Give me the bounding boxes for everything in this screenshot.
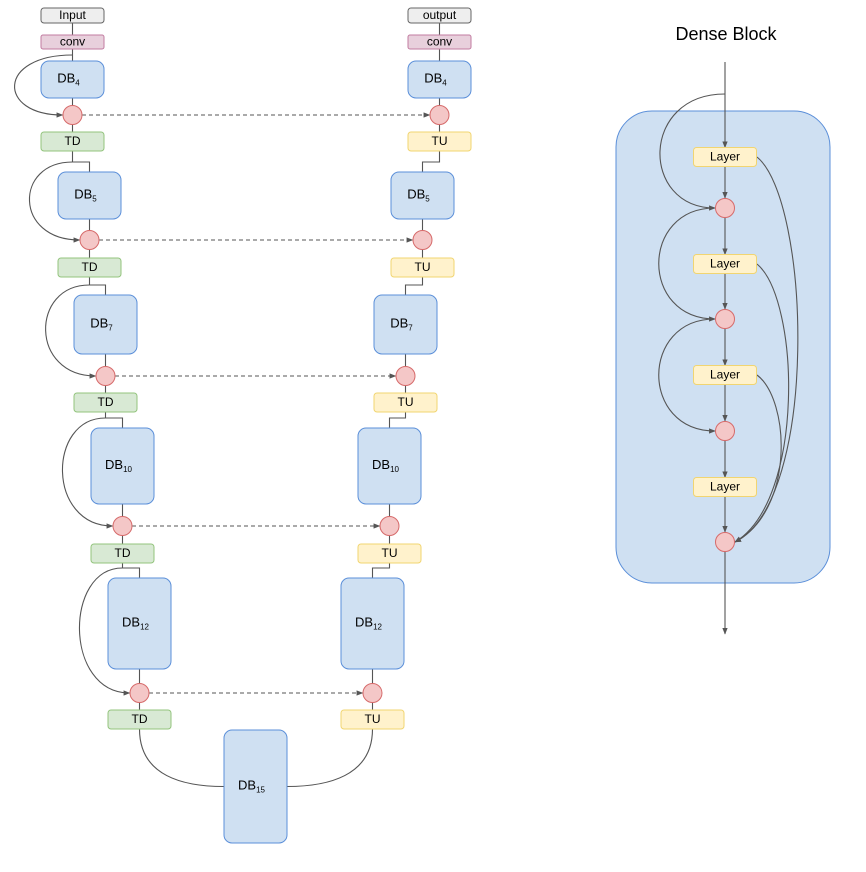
- connector: [121, 563, 141, 578]
- layer-output-edge: [734, 263, 790, 543]
- dense-layer-label: Layer: [710, 368, 740, 382]
- dense-concat-node: [715, 421, 735, 441]
- dense-skip-edge: [61, 417, 114, 529]
- bottleneck-dense-block-label: DB15: [238, 778, 266, 795]
- transition-up-label: TU: [382, 546, 398, 560]
- connector: [71, 151, 91, 172]
- decoder-dense-block-label: DB4: [424, 71, 447, 88]
- dense-layer-node: [693, 365, 757, 385]
- conv-label-encoder: conv: [60, 35, 85, 49]
- dense-block-title: Dense Block: [675, 24, 777, 44]
- decoder-concat-node: [362, 683, 383, 703]
- encoder-dense-block-label: DB12: [122, 615, 150, 632]
- dense-concat-node: [715, 309, 735, 329]
- encoder-concat-node: [112, 516, 133, 536]
- connector: [88, 277, 107, 295]
- bottleneck-to-tu-edge: [286, 728, 374, 788]
- encoder-dense-block-label: DB10: [105, 457, 133, 474]
- transition-down-label: TD: [82, 260, 98, 274]
- dense-skip-edge: [658, 207, 716, 322]
- transition-down-label: TD: [98, 395, 114, 409]
- layer-output-edge: [734, 156, 799, 543]
- encoder-dense-block-7: [73, 294, 138, 355]
- encoder-dense-block-label: DB4: [57, 71, 80, 88]
- decoder-dense-block-label: DB7: [390, 316, 413, 333]
- input-node: [40, 7, 105, 24]
- transition-down-node: [90, 543, 155, 564]
- bottleneck-dense-block-15: [223, 729, 288, 844]
- dense-skip-edge: [45, 284, 97, 379]
- dense-layer-label: Layer: [710, 257, 740, 271]
- decoder-dense-block-label: DB5: [407, 187, 430, 204]
- dense-layer-node: [693, 147, 757, 167]
- transition-down-node: [107, 709, 172, 730]
- transition-up-node: [357, 543, 422, 564]
- transition-up-label: TU: [415, 260, 431, 274]
- decoder-dense-block-label: DB10: [372, 457, 400, 474]
- conv-node-decoder: [407, 34, 472, 50]
- td-to-bottleneck-edge: [138, 728, 225, 788]
- decoder-dense-block-label: DB12: [355, 615, 383, 632]
- decoder-dense-block-7: [373, 294, 438, 355]
- transition-up-label: TU: [432, 134, 448, 148]
- input-label: Input: [59, 8, 86, 22]
- decoder-concat-node: [429, 105, 450, 125]
- transition-up-node: [373, 392, 438, 413]
- connector: [371, 563, 391, 578]
- encoder-concat-node: [129, 683, 150, 703]
- encoder-dense-block-4: [40, 60, 105, 99]
- decoder-concat-node: [379, 516, 400, 536]
- layer-output-edge: [734, 374, 782, 543]
- transition-up-node: [407, 131, 472, 152]
- decoder-dense-block-5: [390, 171, 455, 220]
- decoder-dense-block-12: [340, 577, 405, 670]
- encoder-dense-block-label: DB7: [90, 316, 113, 333]
- dense-concat-node: [715, 532, 735, 552]
- decoder-concat-node: [395, 366, 416, 386]
- transition-down-label: TD: [65, 134, 81, 148]
- dense-skip-edge: [659, 93, 726, 211]
- encoder-dense-block-label: DB5: [74, 187, 97, 204]
- dense-layer-node: [693, 254, 757, 274]
- connector: [388, 412, 407, 428]
- transition-down-label: TD: [132, 712, 148, 726]
- transition-down-node: [73, 392, 138, 413]
- encoder-dense-block-12: [107, 577, 172, 670]
- connector: [421, 151, 441, 172]
- nodes-layer: InputconvoutputconvDB4TDDB5TDDB7TDDB10TD…: [40, 7, 472, 844]
- transition-up-label: TU: [398, 395, 414, 409]
- transition-up-node: [340, 709, 405, 730]
- dense-skip-edge: [78, 567, 131, 696]
- encoder-dense-block-10: [90, 427, 155, 505]
- connector: [104, 412, 124, 428]
- encoder-concat-node: [79, 230, 100, 250]
- dense-layer-node: [693, 477, 757, 497]
- edges-layer: [14, 23, 441, 788]
- dense-skip-edge: [28, 161, 81, 243]
- decoder-dense-block-4: [407, 60, 472, 99]
- conv-label-decoder: conv: [427, 35, 452, 49]
- encoder-concat-node: [95, 366, 116, 386]
- conv-node-encoder: [40, 34, 105, 50]
- transition-down-node: [57, 257, 122, 278]
- transition-up-node: [390, 257, 455, 278]
- connector: [404, 277, 424, 295]
- decoder-concat-node: [412, 230, 433, 250]
- dense-concat-node: [715, 198, 735, 218]
- dense-skip-edge: [14, 54, 73, 118]
- output-node: [407, 7, 472, 24]
- decoder-dense-block-10: [357, 427, 422, 505]
- transition-down-node: [40, 131, 105, 152]
- dense-layer-label: Layer: [710, 480, 740, 494]
- output-label: output: [423, 8, 457, 22]
- transition-down-label: TD: [115, 546, 131, 560]
- dense-layer-label: Layer: [710, 150, 740, 164]
- encoder-dense-block-5: [57, 171, 122, 220]
- dense-skip-edge: [658, 318, 716, 434]
- encoder-concat-node: [62, 105, 83, 125]
- transition-up-label: TU: [365, 712, 381, 726]
